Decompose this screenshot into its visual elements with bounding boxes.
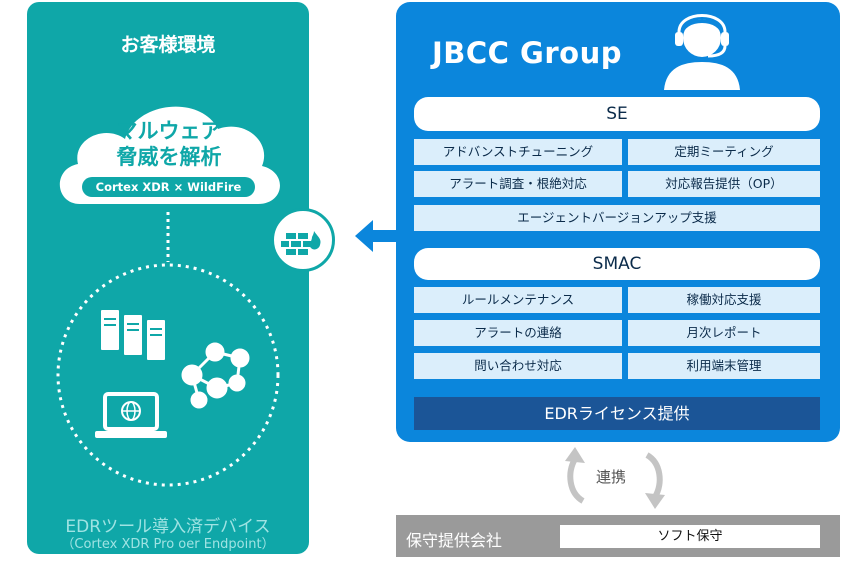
smac-item: 問い合わせ対応 [414,353,622,379]
smac-header: SMAC [414,248,820,280]
smac-item: 月次レポート [628,320,820,346]
se-item: 対応報告提供（OP） [628,171,820,197]
cycle-arrows-icon [565,447,665,509]
smac-item: 利用端末管理 [628,353,820,379]
device-sublabel: （Cortex XDR Pro oer Endpoint） [61,537,275,552]
smac-item: 稼働対応支援 [628,287,820,313]
cloud-text-line1: マルウェア [116,119,222,143]
se-item: エージェントバージョンアップ支援 [414,205,820,231]
network-people-icon [181,342,250,409]
firewall-icon [271,208,335,272]
customer-environment-title: お客様環境 [120,34,216,56]
cloud-text: マルウェア 脅威を解析 [60,118,278,170]
software-maintenance-box: ソフト保守 [560,525,820,548]
se-header: SE [414,97,820,131]
server-icon [101,310,165,360]
device-circle [56,263,280,487]
customer-environment-panel [27,2,309,554]
se-item: 定期ミーティング [628,139,820,165]
cooperation-label: 連携 [596,468,627,486]
jbcc-group-title: JBCC Group [432,36,622,70]
se-item: アドバンストチューニング [414,139,622,165]
device-label: EDRツール導入済デバイス [65,517,271,537]
smac-item: アラートの連絡 [414,320,622,346]
laptop-icon [95,392,167,438]
maintenance-provider-label: 保守提供会社 [406,531,503,550]
support-agent-icon [664,14,740,90]
arrow-left-icon [355,220,397,252]
cloud-text-line2: 脅威を解析 [116,145,222,169]
edr-license-bar: EDRライセンス提供 [414,397,820,430]
device-zone [56,212,280,487]
se-item: アラート調査・根絶対応 [414,171,622,197]
cortex-wildfire-pill: Cortex XDR × WildFire [82,177,255,197]
smac-item: ルールメンテナンス [414,287,622,313]
